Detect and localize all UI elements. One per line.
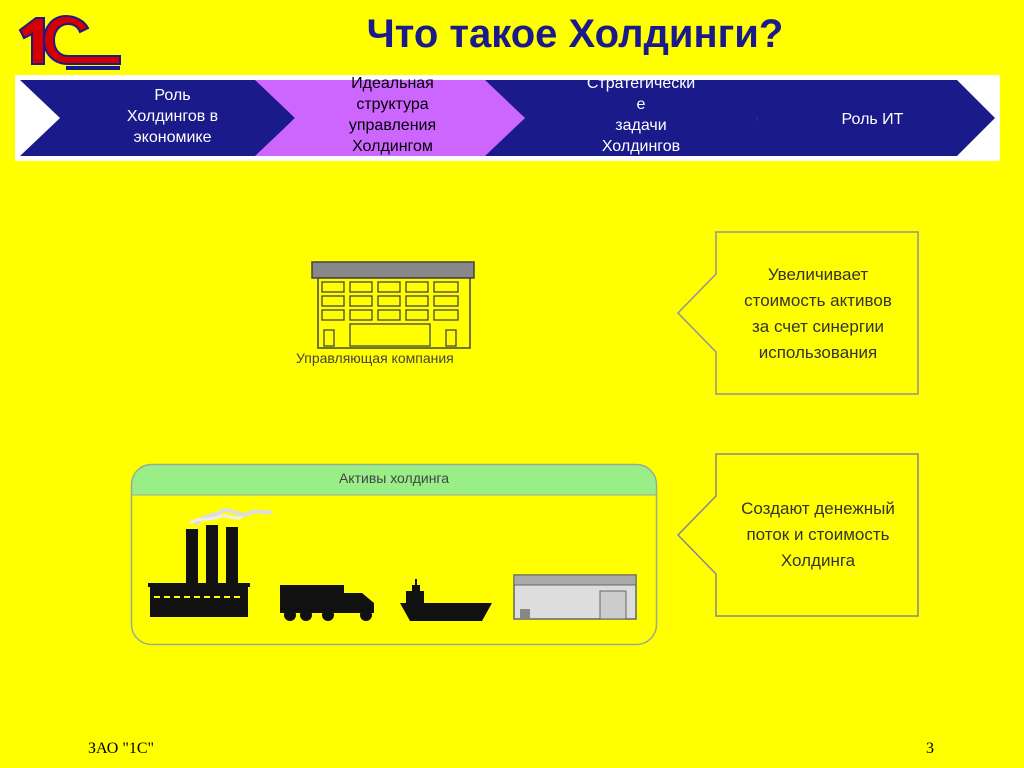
process-step-1: Роль Холдингов в экономике (126, 87, 219, 146)
truck-icon (280, 585, 374, 621)
process-step-2: Идеальная структура управления Холдингом (348, 75, 437, 155)
1c-logo: 1С (14, 8, 122, 72)
callout-arrow-2 (676, 453, 919, 617)
callout-text-2: Создают денежный поток и стоимость Холди… (741, 499, 895, 570)
step-chevron-2 (255, 80, 525, 156)
assets-title: Активы холдинга (338, 470, 450, 486)
callout-arrow-1 (676, 231, 919, 395)
process-chevrons (15, 75, 1000, 161)
office-building-icon (311, 261, 475, 349)
step-chevron-4 (718, 80, 995, 156)
warehouse-icon (513, 574, 637, 620)
factory-icon (148, 508, 274, 617)
process-step-4: Роль ИТ (841, 111, 904, 128)
page-title: Что такое Холдинги? (366, 12, 784, 56)
management-caption: Управляющая компания (296, 350, 454, 366)
assets-panel (130, 463, 658, 646)
page-number: 3 (926, 740, 934, 757)
step-chevron-3 (485, 80, 758, 156)
step-chevron-1 (20, 80, 295, 156)
process-step-3: Стратегически е задачи Холдингов (586, 75, 696, 155)
ship-icon (400, 579, 492, 621)
footer-company: ЗАО "1С" (88, 740, 155, 757)
callout-text-1: Увеличивает стоимость активов за счет си… (744, 265, 892, 362)
